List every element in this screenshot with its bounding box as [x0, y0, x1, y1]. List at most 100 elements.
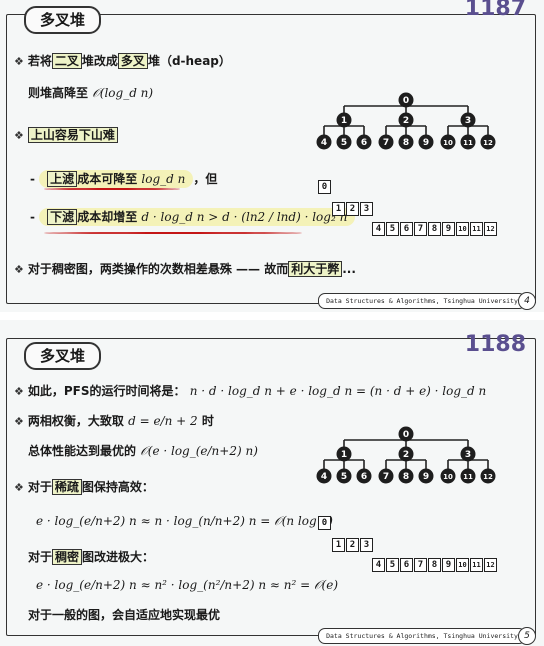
- tree-node: 9: [418, 468, 434, 484]
- array-cell: 2: [346, 202, 359, 216]
- svg-text:6: 6: [361, 138, 367, 148]
- tree-node: 11: [460, 134, 476, 150]
- svg-text:1: 1: [341, 450, 347, 460]
- tree-node: 2: [398, 112, 414, 128]
- array-cell: 6: [400, 222, 413, 236]
- array-cell: 5: [386, 222, 399, 236]
- tree-node: 3: [460, 446, 476, 462]
- dense-formula-line: e · log_(e/n+2) n ≈ n² · log_(n²/n+2) n …: [36, 578, 338, 593]
- svg-text:11: 11: [463, 473, 473, 481]
- sparse-formula-line: e · log_(e/n+2) n ≈ n · log_(n/n+2) n = …: [36, 514, 333, 529]
- svg-text:10: 10: [443, 473, 453, 481]
- svg-text:12: 12: [483, 473, 493, 481]
- array-cell: 12: [484, 222, 497, 236]
- red-underline: [44, 232, 302, 234]
- formula: log_d n: [141, 172, 186, 186]
- tree-node: 2: [398, 446, 414, 462]
- bullet-line-4: ❖对于稀疏图保持高效：: [14, 479, 154, 495]
- tree-node-root: 0: [398, 426, 414, 442]
- array-cell: 4: [372, 558, 385, 572]
- svg-text:10: 10: [443, 139, 453, 147]
- array-cell: 11: [470, 222, 483, 236]
- array-cell: 7: [414, 558, 427, 572]
- formula: d · log_d n > d · (ln2 / lnd) · log₂ n: [141, 210, 348, 224]
- tree-node: 9: [418, 134, 434, 150]
- array-cell: 1: [332, 202, 345, 216]
- svg-text:11: 11: [463, 139, 473, 147]
- tree-node: 7: [378, 468, 394, 484]
- bullet-icon: ❖: [14, 481, 24, 494]
- array-row-1: 0: [318, 516, 332, 530]
- svg-text:9: 9: [423, 138, 429, 148]
- slide-title: 多叉堆: [24, 342, 102, 370]
- bullet-icon: ❖: [14, 129, 24, 142]
- bullet-line-1: ❖如此，PFS的运行时间将是： n · d · log_d n + e · lo…: [14, 384, 487, 398]
- tree-node: 4: [316, 468, 332, 484]
- tree-node: 5: [336, 468, 352, 484]
- bullet-line-2: ❖两相权衡，大致取 d = e/n + 2 时: [14, 414, 214, 428]
- array-cell: 9: [442, 222, 455, 236]
- array-cell: 10: [456, 222, 469, 236]
- formula: 𝒪(e · log_(e/n+2) n): [140, 444, 258, 458]
- slide-title: 多叉堆: [24, 6, 102, 34]
- tree-node: 12: [480, 134, 496, 150]
- tree-node: 6: [356, 468, 372, 484]
- svg-text:3: 3: [465, 116, 471, 126]
- array-cell: 0: [318, 516, 331, 530]
- slide-frame: [6, 338, 536, 636]
- slide-page-circle: 5: [518, 627, 536, 645]
- tree-node-root: 0: [398, 92, 414, 108]
- svg-text:6: 6: [361, 472, 367, 482]
- tree-node: 6: [356, 134, 372, 150]
- array-cell: 8: [428, 558, 441, 572]
- array-cell: 2: [346, 538, 359, 552]
- tree-node: 4: [316, 134, 332, 150]
- svg-text:0: 0: [403, 96, 409, 106]
- tree-node: 5: [336, 134, 352, 150]
- svg-text:8: 8: [403, 472, 409, 482]
- page-number: 1188: [464, 332, 526, 357]
- slide-page-circle: 4: [518, 292, 536, 310]
- tree-node: 8: [398, 468, 414, 484]
- slide-1187: 多叉堆 1187 ❖若将二叉堆改成多叉堆（d-heap） 则堆高降至 𝒪(log…: [0, 0, 544, 312]
- bullet-line-1: ❖若将二叉堆改成多叉堆（d-heap）: [14, 53, 231, 69]
- array-cell: 6: [400, 558, 413, 572]
- array-cell: 12: [484, 558, 497, 572]
- bullet-icon: ❖: [14, 55, 24, 68]
- footer-credit: Data Structures & Algorithms, Tsinghua U…: [318, 293, 526, 309]
- tree-node: 8: [398, 134, 414, 150]
- heap-height-line: 则堆高降至 𝒪(log_d n): [28, 86, 154, 100]
- array-cell: 9: [442, 558, 455, 572]
- tree-node: 10: [440, 468, 456, 484]
- svg-text:0: 0: [403, 430, 409, 440]
- formula: d = e/n + 2: [128, 414, 198, 428]
- tree-node: 11: [460, 468, 476, 484]
- slide-1188: 多叉堆 1188 ❖如此，PFS的运行时间将是： n · d · log_d n…: [0, 320, 544, 646]
- optimal-line: 总体性能达到最优的 𝒪(e · log_(e/n+2) n): [28, 444, 258, 458]
- svg-text:7: 7: [383, 138, 389, 148]
- svg-text:2: 2: [403, 116, 409, 126]
- footer-credit: Data Structures & Algorithms, Tsinghua U…: [318, 628, 526, 644]
- bullet-icon: ❖: [14, 385, 24, 398]
- formula: e · log_(e/n+2) n ≈ n · log_(n/n+2) n = …: [36, 514, 333, 528]
- tree-node: 7: [378, 134, 394, 150]
- percolate-up-line: - 上滤成本可降至 log_d n，但: [30, 170, 218, 188]
- array-cell: 0: [318, 180, 331, 194]
- bullet-icon: ❖: [14, 263, 24, 276]
- array-cell: 5: [386, 558, 399, 572]
- bullet-line-3: ❖上山容易下山难: [14, 126, 118, 143]
- array-cell: 10: [456, 558, 469, 572]
- tree-node: 1: [336, 446, 352, 462]
- formula: n · d · log_d n + e · log_d n = (n · d +…: [189, 384, 487, 398]
- array-cell: 8: [428, 222, 441, 236]
- dense-line: 对于稠密图改进极大：: [28, 549, 155, 565]
- tree-node: 12: [480, 468, 496, 484]
- slide-frame: [6, 14, 536, 304]
- svg-text:7: 7: [383, 472, 389, 482]
